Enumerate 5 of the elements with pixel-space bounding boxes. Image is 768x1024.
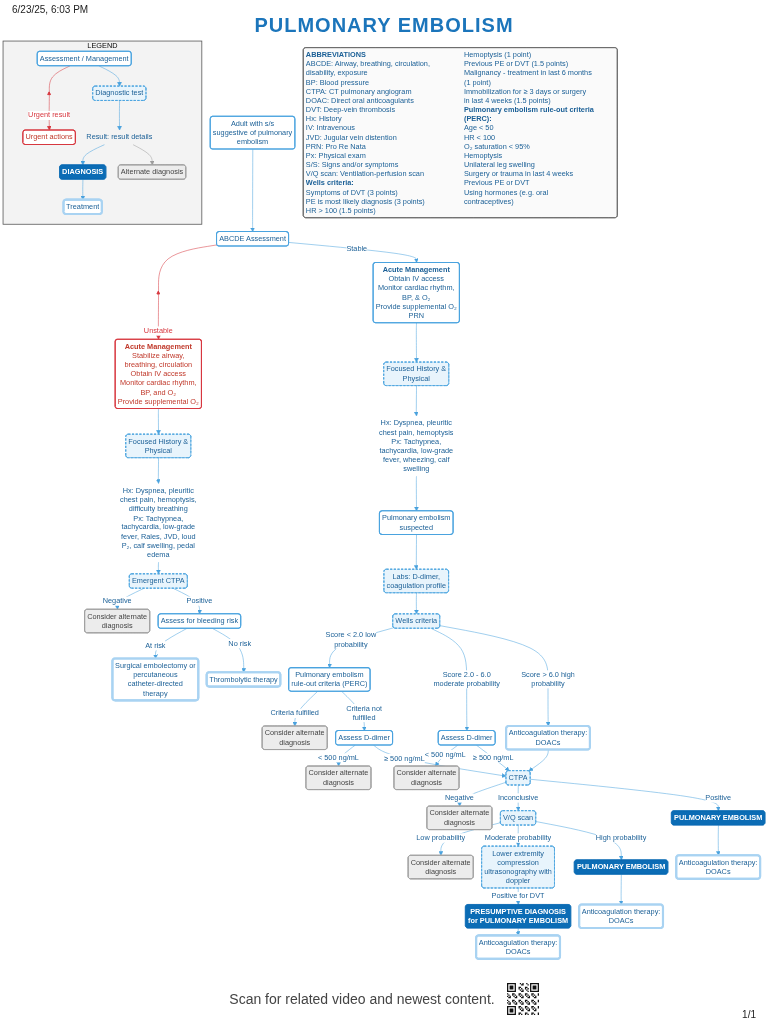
note-text: Scan for related video and newest content. [229,991,495,1007]
print-date-text: 6/23/25, 6:03 PM [12,4,89,15]
connector [49,65,71,93]
diagram-title: PULMONARY EMBOLISM [254,14,514,36]
page-number: 1/1 [742,1009,756,1020]
